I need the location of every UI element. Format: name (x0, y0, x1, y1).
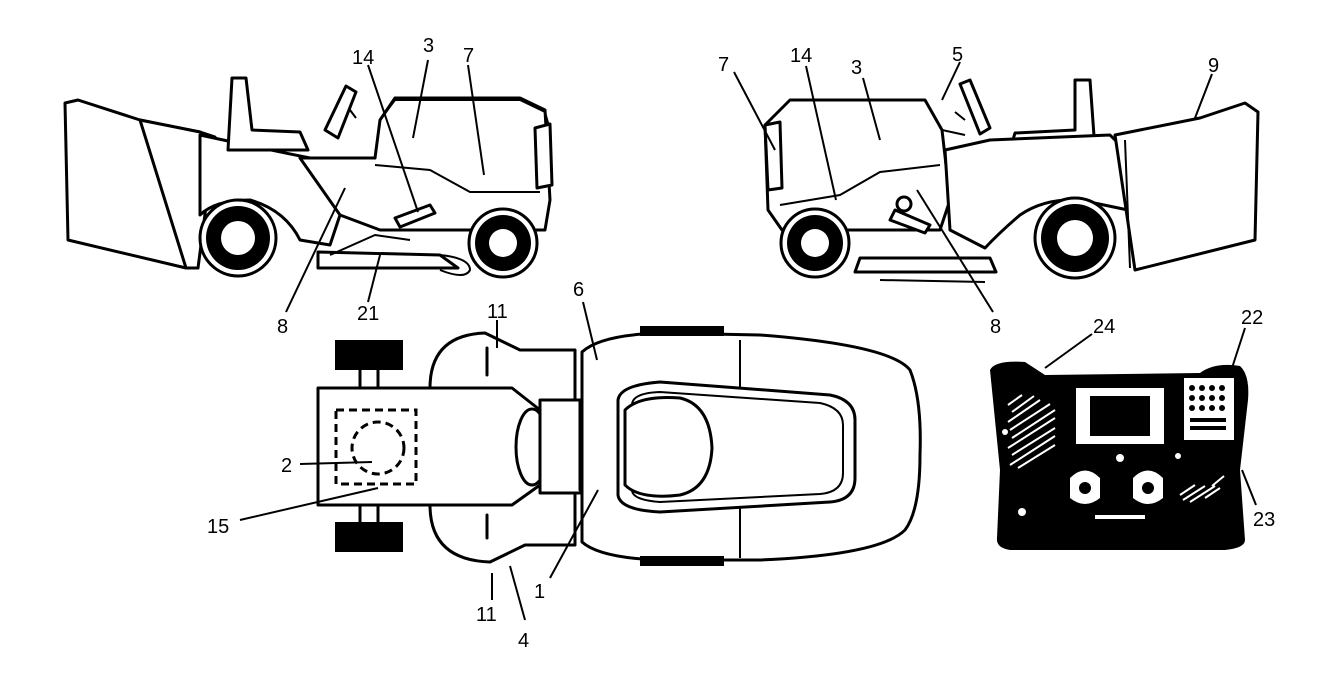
callout-8-right: 8 (990, 316, 1001, 338)
tractor-top-view (239, 301, 922, 621)
callout-21-left: 21 (357, 303, 379, 325)
right-label-grid (1189, 385, 1226, 430)
tractor-left-side-view (63, 59, 554, 313)
left-vent-hatching (1007, 394, 1056, 469)
callout-7-left: 7 (463, 45, 474, 67)
callout-23-dash: 23 (1253, 509, 1275, 531)
dash-panel-view (990, 327, 1257, 550)
callout-2-top: 2 (281, 455, 292, 477)
callout-6-top: 6 (573, 279, 584, 301)
callout-1-top: 1 (534, 581, 545, 603)
callout-11-top-upper: 11 (487, 301, 508, 323)
callout-7-right: 7 (718, 54, 729, 76)
callout-5-right: 5 (952, 44, 963, 66)
callout-15-top: 15 (207, 516, 229, 538)
tractor-right-side-view (733, 61, 1260, 313)
callout-22-dash: 22 (1241, 307, 1263, 329)
callout-3-right: 3 (851, 57, 862, 79)
callout-4-top: 4 (518, 630, 529, 652)
callout-3-left: 3 (423, 35, 434, 57)
callout-24-dash: 24 (1093, 316, 1115, 338)
callout-9-right: 9 (1208, 55, 1219, 77)
callout-14-left: 14 (352, 47, 374, 69)
callout-14-right: 14 (790, 45, 812, 67)
callout-11-top-lower: 11 (476, 604, 497, 626)
callout-8-left: 8 (277, 316, 288, 338)
